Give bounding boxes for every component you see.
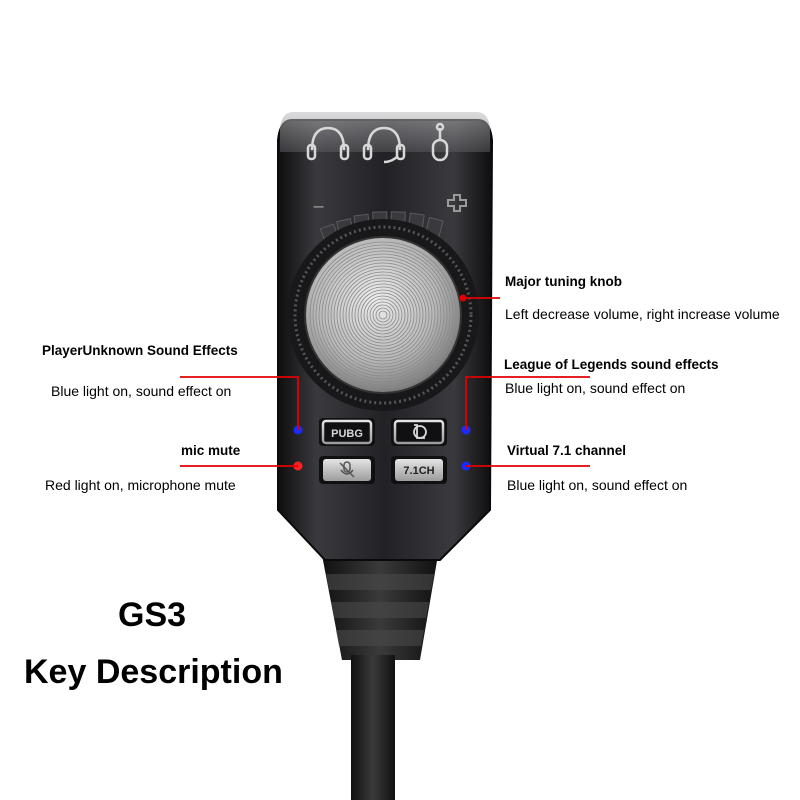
knob-ring [330, 262, 436, 368]
mic-mute-button[interactable] [319, 456, 375, 484]
knob-ring [309, 241, 457, 389]
knob-ring [324, 256, 442, 374]
major-tuning-knob[interactable] [287, 219, 479, 411]
knob-ring [351, 283, 415, 347]
virtual-desc: Blue light on, sound effect on [507, 477, 688, 493]
knob-ring [378, 310, 388, 320]
minus-icon: − [312, 197, 325, 216]
knob-ring [339, 271, 427, 359]
knob-ring [345, 277, 421, 353]
knob-ring [327, 259, 439, 371]
lol-title: League of Legends sound effects [504, 357, 719, 372]
lol-logo-icon [413, 424, 427, 439]
knob-ring [336, 268, 430, 362]
virtual-71-button[interactable]: 7.1CH [391, 456, 447, 484]
knob-ring [360, 292, 406, 338]
lol-button[interactable] [391, 418, 447, 446]
usb-cable [322, 555, 438, 800]
model-name: GS3 [118, 596, 187, 634]
headset-mic-icon [362, 126, 406, 164]
pubg-leader [180, 376, 299, 430]
knob-ring [318, 250, 448, 380]
mic-desc: Red light on, microphone mute [45, 477, 236, 493]
knob-ring [342, 274, 424, 356]
knob-desc: Left decrease volume, right increase vol… [505, 306, 780, 322]
knob-ring [312, 244, 454, 386]
mic-title: mic mute [181, 443, 241, 458]
pubg-title: PlayerUnknown Sound Effects [42, 343, 238, 358]
virtual-title: Virtual 7.1 channel [507, 443, 627, 458]
pubg-button-label: PUBG [331, 428, 363, 440]
pubg-button[interactable]: PUBG [319, 418, 375, 446]
knob-ring [375, 307, 391, 323]
knob-ring [333, 265, 433, 365]
key-description-heading: Key Description [24, 653, 283, 691]
knob-ring [372, 304, 394, 326]
virtual-71-button-label: 7.1CH [403, 465, 434, 477]
knob-ring [354, 286, 412, 344]
knob-title: Major tuning knob [505, 274, 622, 289]
knob-ring [357, 289, 409, 341]
headphone-icon [306, 126, 350, 161]
lol-leader [465, 376, 590, 430]
plus-icon [447, 194, 467, 212]
leader-lines [180, 294, 590, 467]
knob-ring [366, 298, 400, 332]
knob-ring [348, 280, 418, 350]
knob-ring [315, 247, 451, 383]
knob-ring [321, 253, 445, 377]
lol-desc: Blue light on, sound effect on [505, 380, 686, 396]
knob-ring [369, 301, 397, 329]
mic-icon [431, 122, 449, 162]
knob-ring [363, 295, 403, 335]
pubg-desc: Blue light on, sound effect on [51, 383, 232, 399]
mic-mute-icon [339, 461, 355, 478]
